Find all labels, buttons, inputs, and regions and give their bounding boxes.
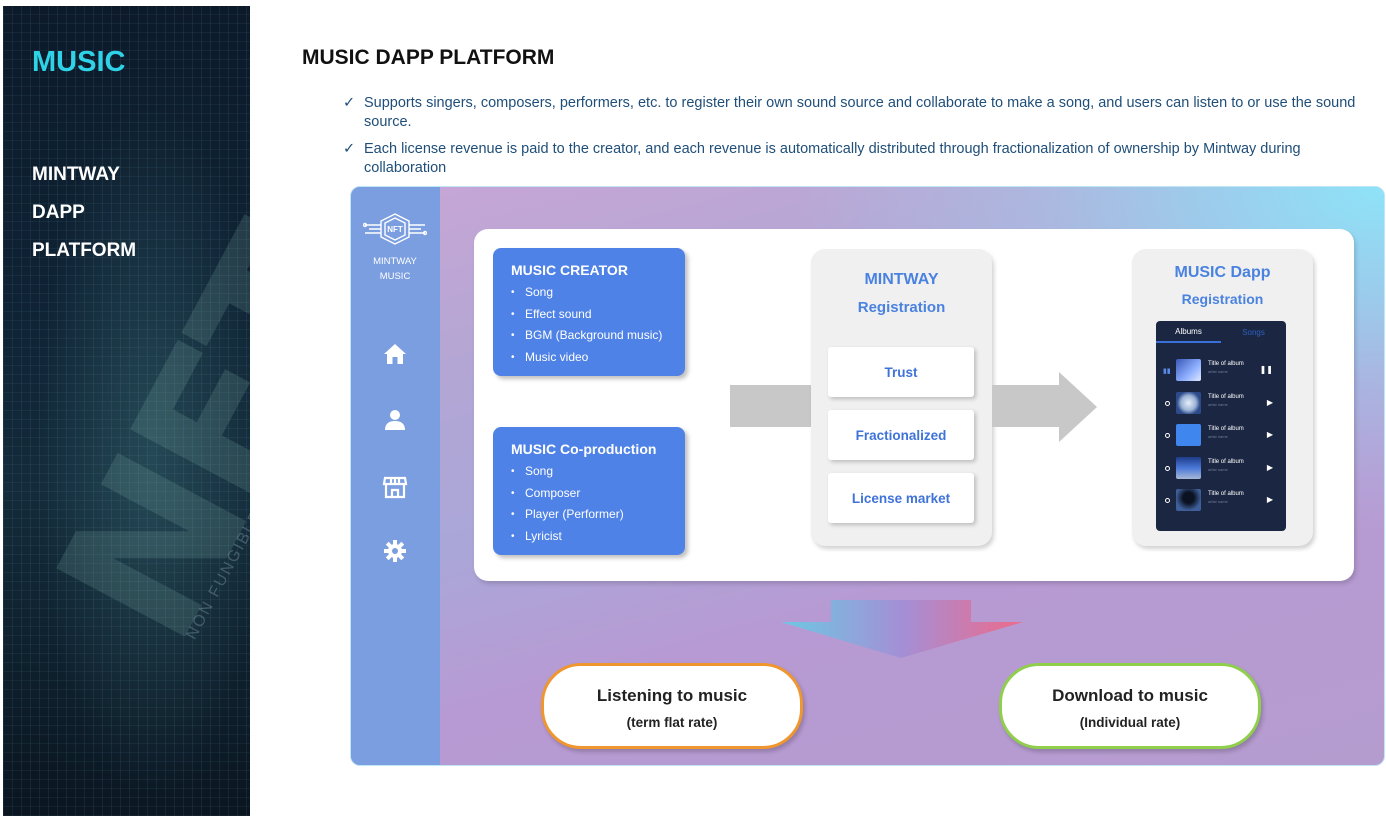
phone-mockup: Albums Songs ▮▮ Title of album artist na… bbox=[1156, 321, 1286, 531]
album-row[interactable]: Title of album artist name ▶ bbox=[1156, 487, 1286, 515]
album-artist: artist name bbox=[1208, 434, 1228, 439]
mintway-subtitle: Registration bbox=[857, 299, 946, 316]
listening-subtitle: (term flat rate) bbox=[626, 715, 718, 730]
album-artist: artist name bbox=[1208, 499, 1228, 504]
flow-arrow-right bbox=[992, 385, 1060, 427]
play-icon[interactable]: ▶ bbox=[1266, 463, 1273, 472]
mintway-registration-box: MINTWAY Registration Trust Fractionalize… bbox=[811, 249, 992, 546]
gear-icon[interactable] bbox=[382, 538, 408, 564]
subtitle-line: PLATFORM bbox=[32, 240, 137, 261]
arrow-head-icon bbox=[1059, 372, 1097, 442]
list-item: Lyricist bbox=[511, 526, 667, 548]
bullet-text: Supports singers, composers, performers,… bbox=[364, 95, 1356, 130]
download-rate-pill[interactable]: Download to music (Individual rate) bbox=[999, 663, 1261, 749]
album-row[interactable]: Title of album artist name ▶ bbox=[1156, 422, 1286, 450]
bullet-text: Each license revenue is paid to the crea… bbox=[364, 141, 1301, 176]
sidebar-title: MUSIC bbox=[32, 46, 126, 78]
list-item: Song bbox=[511, 461, 667, 483]
play-icon[interactable]: ▶ bbox=[1266, 495, 1273, 504]
album-row[interactable]: ▮▮ Title of album artist name ❚❚ bbox=[1156, 357, 1286, 385]
radio-dot-icon bbox=[1165, 498, 1170, 503]
play-icon[interactable]: ▶ bbox=[1266, 398, 1273, 407]
list-item: Song bbox=[511, 282, 667, 304]
album-artist: artist name bbox=[1208, 369, 1228, 374]
download-subtitle: (Individual rate) bbox=[1079, 715, 1181, 730]
down-arrow-icon bbox=[781, 600, 1023, 658]
download-title: Download to music bbox=[1052, 686, 1208, 705]
logo-text: MINTWAY MUSIC bbox=[363, 254, 427, 284]
page-title: MUSIC DAPP PLATFORM bbox=[302, 46, 555, 69]
album-thumbnail bbox=[1176, 457, 1201, 479]
album-thumbnail bbox=[1176, 359, 1201, 381]
list-item: BGM (Background music) bbox=[511, 325, 667, 347]
album-row[interactable]: Title of album artist name ▶ bbox=[1156, 390, 1286, 418]
album-title: Title of album bbox=[1208, 491, 1244, 497]
music-creator-box: MUSIC CREATOR Song Effect sound BGM (Bac… bbox=[493, 248, 685, 376]
phone-tabs: Albums Songs bbox=[1156, 321, 1286, 343]
tab-songs[interactable]: Songs bbox=[1242, 327, 1265, 337]
fractionalized-button[interactable]: Fractionalized bbox=[828, 410, 974, 460]
store-icon[interactable] bbox=[382, 474, 408, 500]
radio-dot-icon bbox=[1165, 433, 1170, 438]
listening-rate-pill[interactable]: Listening to music (term flat rate) bbox=[541, 663, 803, 749]
flow-arrow-left bbox=[730, 385, 812, 427]
play-icon[interactable]: ▶ bbox=[1266, 430, 1273, 439]
sidebar-panel: NFT NON FUNGIBLE MUSIC MINTWAY DAPP PLAT… bbox=[3, 6, 250, 816]
album-title: Title of album bbox=[1208, 394, 1244, 400]
user-icon[interactable] bbox=[382, 407, 408, 433]
platform-diagram: NFT MINTWAY MUSIC MUSIC CREATOR Song Eff… bbox=[350, 186, 1385, 766]
album-artist: artist name bbox=[1208, 402, 1228, 407]
album-title: Title of album bbox=[1208, 361, 1244, 367]
bullet-item: ✓ Supports singers, composers, performer… bbox=[343, 94, 1363, 132]
mintway-title: MINTWAY bbox=[864, 271, 939, 288]
sidebar-subtitle: MINTWAY DAPP PLATFORM bbox=[32, 156, 136, 270]
list-item: Effect sound bbox=[511, 304, 667, 326]
registration-flow-card: MUSIC CREATOR Song Effect sound BGM (Bac… bbox=[474, 229, 1354, 581]
trust-button[interactable]: Trust bbox=[828, 347, 974, 397]
subtitle-line: MINTWAY bbox=[32, 164, 120, 185]
nft-badge-text: NFT bbox=[387, 225, 403, 234]
album-row[interactable]: Title of album artist name ▶ bbox=[1156, 455, 1286, 483]
dapp-registration-box: MUSIC Dapp Registration Albums Songs ▮▮ … bbox=[1132, 249, 1313, 546]
radio-dot-icon bbox=[1165, 401, 1170, 406]
album-title: Title of album bbox=[1208, 459, 1244, 465]
logo-line: MINTWAY bbox=[373, 256, 417, 267]
pause-icon[interactable]: ❚❚ bbox=[1259, 365, 1273, 374]
app-side-rail: NFT MINTWAY MUSIC bbox=[351, 187, 440, 765]
box-title: MUSIC Co-production bbox=[511, 441, 657, 457]
mintway-music-logo[interactable]: NFT MINTWAY MUSIC bbox=[362, 211, 428, 284]
list-item: Composer bbox=[511, 483, 667, 505]
music-coproduction-box: MUSIC Co-production Song Composer Player… bbox=[493, 427, 685, 555]
list-item: Music video bbox=[511, 347, 667, 369]
dapp-title: MUSIC Dapp bbox=[1174, 264, 1271, 281]
bullet-item: ✓ Each license revenue is paid to the cr… bbox=[343, 140, 1363, 178]
album-title: Title of album bbox=[1208, 426, 1244, 432]
subtitle-line: DAPP bbox=[32, 202, 85, 223]
dapp-subtitle: Registration bbox=[1181, 291, 1264, 307]
tab-albums[interactable]: Albums bbox=[1156, 321, 1221, 343]
check-icon: ✓ bbox=[343, 95, 356, 111]
creator-list: Song Effect sound BGM (Background music)… bbox=[511, 282, 667, 368]
listening-title: Listening to music bbox=[596, 686, 748, 705]
coproduction-list: Song Composer Player (Performer) Lyricis… bbox=[511, 461, 667, 547]
equalizer-icon: ▮▮ bbox=[1163, 368, 1171, 375]
home-icon[interactable] bbox=[382, 341, 408, 367]
album-thumbnail bbox=[1176, 489, 1201, 511]
license-market-button[interactable]: License market bbox=[828, 473, 974, 523]
list-item: Player (Performer) bbox=[511, 504, 667, 526]
logo-line: MUSIC bbox=[379, 271, 411, 282]
album-thumbnail bbox=[1176, 392, 1201, 414]
box-title: MUSIC CREATOR bbox=[511, 262, 628, 278]
description-bullets: ✓ Supports singers, composers, performer… bbox=[343, 94, 1363, 186]
album-thumbnail bbox=[1176, 424, 1201, 446]
album-artist: artist name bbox=[1208, 467, 1228, 472]
nft-badge-icon: NFT bbox=[362, 213, 428, 245]
grid-background bbox=[3, 6, 250, 816]
radio-dot-icon bbox=[1165, 466, 1170, 471]
check-icon: ✓ bbox=[343, 141, 356, 157]
